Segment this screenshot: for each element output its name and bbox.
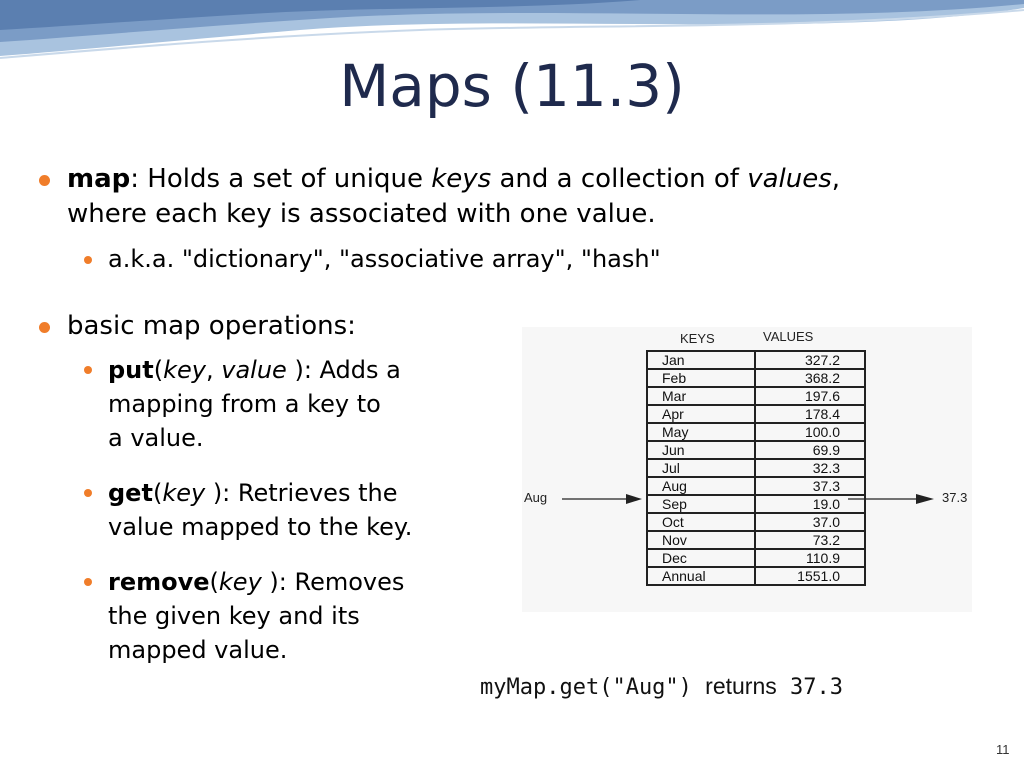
text: ): Removes xyxy=(261,568,405,596)
key-cell: Jul xyxy=(646,458,756,478)
key-cell: Oct xyxy=(646,512,756,532)
text: and a collection of xyxy=(491,164,748,194)
em-keys: keys xyxy=(431,164,492,194)
value-cell: 197.6 xyxy=(754,386,866,406)
op-get: get(key ): Retrieves the value mapped to… xyxy=(108,476,412,544)
page-number: 11 xyxy=(996,742,1010,757)
text: where each key is associated with one va… xyxy=(67,199,656,229)
code-example: myMap.get("Aug") returns 37.3 xyxy=(480,673,843,700)
key-cell: May xyxy=(646,422,756,442)
code-result: 37.3 xyxy=(790,675,843,700)
values-header: VALUES xyxy=(763,329,814,344)
key-cell: Mar xyxy=(646,386,756,406)
key-cell: Apr xyxy=(646,404,756,424)
output-arrow-icon xyxy=(848,494,934,504)
op-put: put(key, value ): Adds a mapping from a … xyxy=(108,353,401,455)
sub-bullet-dot xyxy=(84,489,92,497)
keys-header: KEYS xyxy=(680,331,715,346)
value-cell: 37.0 xyxy=(754,512,866,532)
method-name: remove xyxy=(108,568,210,596)
text: , xyxy=(831,164,841,194)
bullet-aka: a.k.a. "dictionary", "associative array"… xyxy=(108,245,661,273)
param: key xyxy=(162,479,206,507)
text: a value. xyxy=(108,424,204,452)
key-cell: Dec xyxy=(646,548,756,568)
text: mapping from a key to xyxy=(108,390,381,418)
bullet-map-definition: map: Holds a set of unique keys and a co… xyxy=(67,162,1017,232)
header-wave-decoration xyxy=(0,0,1024,59)
output-value-label: 37.3 xyxy=(942,490,968,505)
sub-bullet-dot xyxy=(84,256,92,264)
text: mapped value. xyxy=(108,636,288,664)
text: value mapped to the key. xyxy=(108,513,413,541)
input-arrow-icon xyxy=(562,494,642,504)
em-values: values xyxy=(747,164,832,194)
key-cell: Jan xyxy=(646,350,756,370)
method-name: get xyxy=(108,479,153,507)
bullet-operations: basic map operations: xyxy=(67,311,356,341)
sub-bullet-dot xyxy=(84,366,92,374)
value-cell: 178.4 xyxy=(754,404,866,424)
value-cell: 327.2 xyxy=(754,350,866,370)
value-cell: 37.3 xyxy=(754,476,866,496)
text: ): Adds a xyxy=(286,356,401,384)
value-cell: 19.0 xyxy=(754,494,866,514)
key-cell: Aug xyxy=(646,476,756,496)
input-key-label: Aug xyxy=(524,490,548,505)
code-call: myMap.get("Aug") xyxy=(480,675,692,700)
value-cell: 69.9 xyxy=(754,440,866,460)
text: ( xyxy=(153,356,164,384)
text: the given key and its xyxy=(108,602,360,630)
value-cell: 110.9 xyxy=(754,548,866,568)
text: : Holds a set of unique xyxy=(130,164,432,194)
bullet-dot xyxy=(39,175,50,186)
op-remove: remove(key ): Removes the given key and … xyxy=(108,565,404,667)
key-cell: Sep xyxy=(646,494,756,514)
key-cell: Annual xyxy=(646,566,756,586)
method-name: put xyxy=(108,356,154,384)
value-cell: 100.0 xyxy=(754,422,866,442)
bullet-dot xyxy=(39,322,50,333)
text: ( xyxy=(152,479,163,507)
term-map: map xyxy=(67,164,131,194)
param: key xyxy=(218,568,262,596)
param: key xyxy=(163,356,206,384)
text: ): Retrieves the xyxy=(205,479,398,507)
code-returns-word: returns xyxy=(705,673,777,699)
text: , xyxy=(206,356,222,384)
text: ( xyxy=(209,568,219,596)
key-cell: Jun xyxy=(646,440,756,460)
sub-bullet-dot xyxy=(84,578,92,586)
key-cell: Feb xyxy=(646,368,756,388)
value-cell: 73.2 xyxy=(754,530,866,550)
value-cell: 1551.0 xyxy=(754,566,866,586)
key-cell: Nov xyxy=(646,530,756,550)
slide-title: Maps (11.3) xyxy=(339,52,685,120)
value-cell: 32.3 xyxy=(754,458,866,478)
value-cell: 368.2 xyxy=(754,368,866,388)
param: value xyxy=(221,356,287,384)
